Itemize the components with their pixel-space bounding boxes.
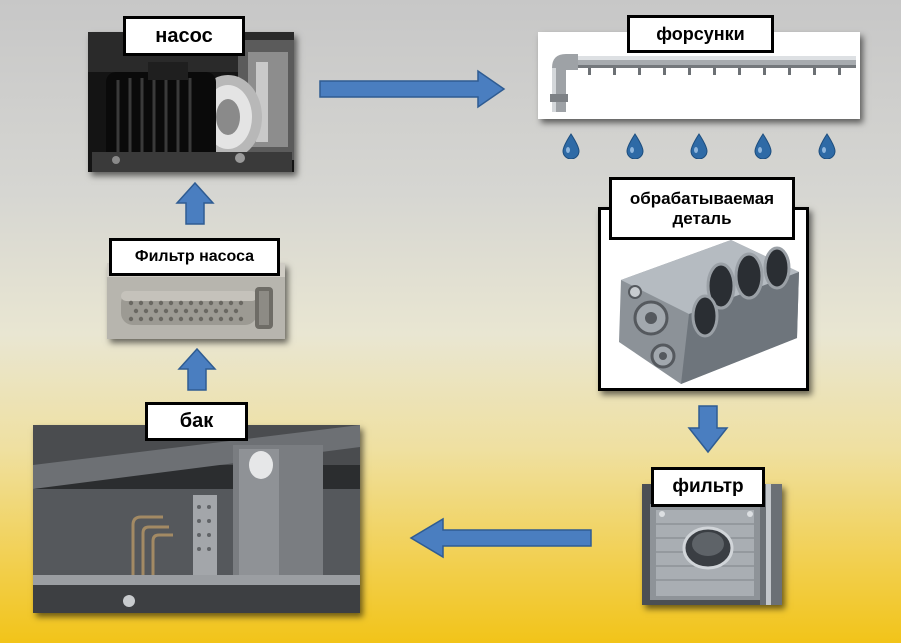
workpiece-label: обрабатываемая деталь [609,177,795,240]
flow-arrow-left [409,517,593,559]
water-drop-icon [562,133,580,159]
pump-label: насос [123,16,245,56]
tank-photo [33,425,360,613]
flow-arrow-up [175,181,215,225]
tank-label: бак [145,402,248,441]
nozzle-pipe-photo [538,32,860,119]
pump-filter-label: Фильтр насоса [109,238,280,276]
water-drop-icon [626,133,644,159]
water-drop-icon [690,133,708,159]
flow-arrow-up [177,347,217,391]
filter-photo [642,484,782,605]
water-drop-icon [754,133,772,159]
flow-arrow-right [319,69,506,109]
nozzles-label: форсунки [627,15,774,53]
water-drop-icon [818,133,836,159]
workpiece-label-line1: обрабатываемая [629,188,775,208]
workpiece-label-line2: деталь [672,208,732,228]
flow-arrow-down [687,405,729,454]
filter-label: фильтр [651,467,765,507]
